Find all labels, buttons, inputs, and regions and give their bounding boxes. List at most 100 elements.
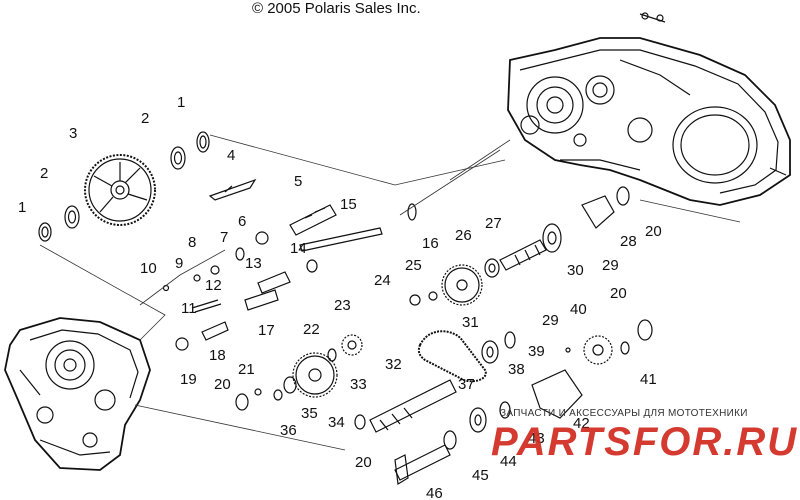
plug-19 <box>175 337 189 351</box>
callout-1: 1 <box>177 94 185 111</box>
spring-11 <box>191 299 222 313</box>
washer-41 <box>620 341 630 355</box>
detent-18 <box>201 321 229 341</box>
callout-42: 42 <box>573 415 590 432</box>
bearing-35 <box>283 376 297 394</box>
callout-2: 2 <box>141 110 149 127</box>
callout-35: 35 <box>301 405 318 422</box>
bearing-7 <box>235 247 245 261</box>
washer-16 <box>407 203 417 221</box>
bearing-2-left <box>64 205 80 229</box>
callout-26: 26 <box>455 227 472 244</box>
callout-38: 38 <box>508 361 525 378</box>
callout-19: 19 <box>180 371 197 388</box>
callout-30: 30 <box>567 262 584 279</box>
plate-28 <box>581 195 615 229</box>
seal-44 <box>469 407 487 433</box>
ring-6 <box>255 231 269 245</box>
callout-16: 16 <box>422 235 439 252</box>
callout-6: 6 <box>238 213 246 230</box>
callout-43: 43 <box>528 430 545 447</box>
callout-labels: 1 2 3 2 1 4 5 15 6 7 8 16 26 27 28 20 29… <box>18 94 662 500</box>
callout-20: 20 <box>645 223 662 240</box>
right-gearcase-housing <box>507 12 791 206</box>
washer-24 <box>409 294 421 306</box>
left-gearcase-housing <box>4 317 151 471</box>
callout-25: 25 <box>405 257 422 274</box>
lever-13 <box>257 271 291 294</box>
callout-36: 36 <box>280 422 297 439</box>
washer-8 <box>210 265 220 275</box>
seal-1-left <box>38 222 52 242</box>
seal-1-top <box>196 131 210 153</box>
seal-20-top <box>616 186 630 206</box>
callout-12: 12 <box>205 277 222 294</box>
watermark-tagline: ЗАПЧАСТИ И АКСЕССУАРЫ ДЛЯ МОТОТЕХНИКИ <box>500 408 748 419</box>
callout-24: 24 <box>374 272 391 289</box>
callout-14: 14 <box>290 240 307 257</box>
washer-36 <box>273 389 283 401</box>
washer-22 <box>327 348 337 362</box>
seal-20-bottom <box>354 414 366 430</box>
callout-8: 8 <box>188 234 196 251</box>
gear-31 <box>441 264 483 306</box>
callout-1: 1 <box>18 199 26 216</box>
pin-10 <box>162 284 170 292</box>
callout-37: 37 <box>458 376 475 393</box>
gear-23 <box>341 334 363 356</box>
bearing-26 <box>484 258 500 278</box>
gear-34 <box>292 352 338 398</box>
callout-29: 29 <box>602 257 619 274</box>
pin-9 <box>193 274 201 282</box>
gear-40 <box>583 335 613 365</box>
callout-21: 21 <box>238 361 255 378</box>
chain-37 <box>417 330 487 383</box>
seal-20-right <box>637 319 653 341</box>
seal-20-left <box>235 393 249 411</box>
callout-31: 31 <box>462 314 479 331</box>
callout-41: 41 <box>640 371 657 388</box>
callout-44: 44 <box>500 453 517 470</box>
clip-21 <box>254 388 262 396</box>
watermark-logo: PARTSFOR.RU <box>491 420 799 464</box>
callout-22: 22 <box>303 321 320 338</box>
callout-28: 28 <box>620 233 637 250</box>
driven-gear-3 <box>84 154 156 226</box>
gear-shaft-27 <box>499 239 547 271</box>
callout-2: 2 <box>40 165 48 182</box>
seal-39 <box>504 331 516 349</box>
callout-18: 18 <box>209 347 226 364</box>
callout-15: 15 <box>340 196 357 213</box>
shift-fork-4 <box>208 178 257 201</box>
output-shaft-32 <box>369 379 457 433</box>
callout-33: 33 <box>350 376 367 393</box>
callout-11: 11 <box>181 300 197 317</box>
bearing-38 <box>481 340 499 364</box>
shaft-15 <box>299 227 383 252</box>
callout-46: 46 <box>426 485 443 500</box>
callout-40: 40 <box>570 301 587 318</box>
callout-9: 9 <box>175 255 183 272</box>
copyright-notice: © 2005 Polaris Sales Inc. <box>252 0 421 17</box>
bearing-43 <box>499 401 511 419</box>
callout-20: 20 <box>214 376 231 393</box>
callout-45: 45 <box>472 467 489 484</box>
callout-13: 13 <box>245 255 262 272</box>
callout-39: 39 <box>528 343 545 360</box>
bevel-gear-46 <box>394 444 451 485</box>
callout-32: 32 <box>385 356 402 373</box>
clip-29-lower <box>565 347 571 353</box>
washer-25 <box>428 291 438 301</box>
callout-27: 27 <box>485 215 502 232</box>
cam-17 <box>244 289 279 311</box>
callout-4: 4 <box>227 147 235 164</box>
cover-30 <box>542 223 562 253</box>
callout-3: 3 <box>69 125 77 142</box>
plate-42 <box>531 369 583 419</box>
o-ring-45 <box>443 430 457 450</box>
bushing-14 <box>306 259 318 273</box>
leader-lines <box>39 134 741 451</box>
callout-5: 5 <box>294 173 302 190</box>
callout-10: 10 <box>140 260 157 277</box>
bearing-2-top <box>170 146 186 170</box>
